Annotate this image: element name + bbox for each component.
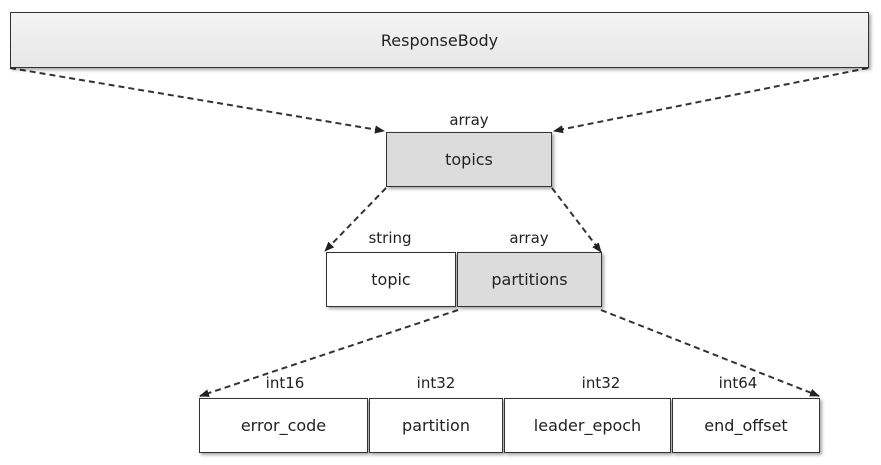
leader-epoch-type-label: int32 [581,374,621,392]
arrow-partitions-to-error-code [199,309,459,397]
partition-type-label: int32 [416,374,456,392]
error-code-type-label: int16 [265,374,305,392]
response-body-box: ResponseBody [10,12,869,68]
topics-label: topics [445,150,493,169]
leader-epoch-label: leader_epoch [533,416,642,435]
partition-box: partition [369,398,503,453]
end-offset-box: end_offset [672,398,820,453]
arrow-partitions-to-end-offset [600,309,820,397]
error-code-box: error_code [199,398,368,453]
topics-type-label: array [449,111,489,129]
topic-label: topic [371,270,411,289]
end-offset-type-label: int64 [718,374,758,392]
partitions-box: partitions [457,252,602,307]
topic-box: topic [326,252,456,307]
response-body-label: ResponseBody [380,30,499,50]
topics-box: topics [386,132,552,187]
partitions-type-label: array [509,229,549,247]
arrow-topics-to-topic [324,187,387,252]
arrow-topics-to-partitions [551,187,602,253]
leader-epoch-box: leader_epoch [504,398,671,453]
partitions-label: partitions [491,270,568,289]
error-code-label: error_code [240,416,327,435]
partition-label: partition [402,416,470,435]
arrow-root-left-to-topics [9,67,385,134]
arrow-root-right-to-topics [553,67,869,134]
end-offset-label: end_offset [704,416,788,435]
topic-type-label: string [368,229,412,247]
